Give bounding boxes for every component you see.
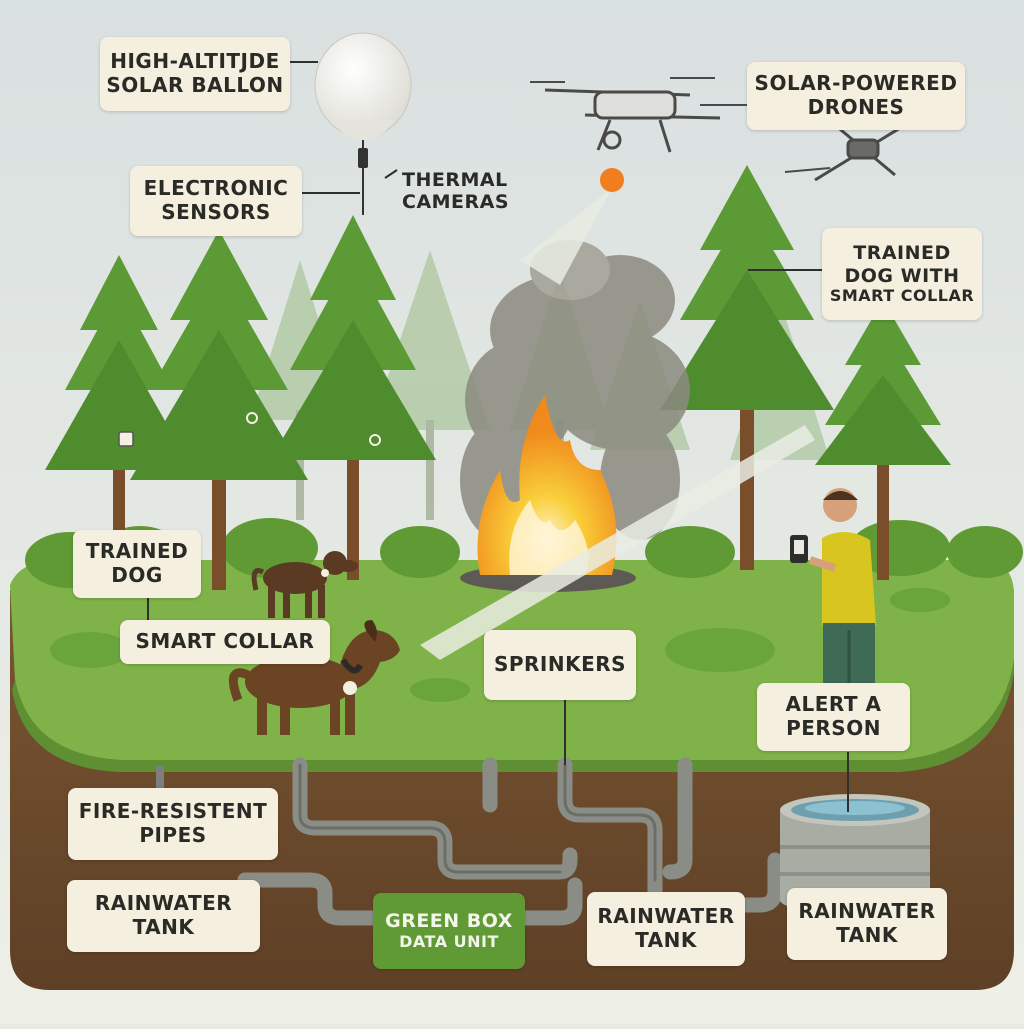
label-rainwater-tank-middle: RAINWATER TANK — [587, 892, 745, 966]
label-line: SMART COLLAR — [135, 629, 315, 654]
label-line: THERMAL — [402, 169, 508, 191]
label-line: DOG — [111, 563, 163, 587]
label-line: FIRE-RESISTENT — [78, 799, 268, 824]
label-line: DATA UNIT — [399, 931, 499, 951]
label-line: PERSON — [786, 716, 881, 740]
label-line: ELECTRONIC — [143, 176, 289, 201]
label-line: PIPES — [139, 823, 207, 847]
label-line: RAINWATER — [798, 899, 936, 924]
fire-retardant-ball — [600, 168, 624, 192]
tree-2 — [130, 230, 308, 590]
label-line: DOG WITH — [844, 264, 960, 287]
label-line: SOLAR-POWERED — [754, 71, 958, 96]
label-line: ALERT A — [785, 692, 882, 717]
label-line: TANK — [836, 923, 898, 947]
label-trained-dog: TRAINED DOG — [73, 530, 201, 598]
person-alerted — [790, 488, 876, 683]
tree-3 — [270, 215, 436, 580]
tree-4 — [660, 165, 834, 570]
grass-edge — [12, 660, 1014, 772]
label-fire-resistant-pipes: FIRE-RESISTENT PIPES — [68, 788, 278, 860]
leader-lines — [147, 61, 849, 812]
drone-spray — [520, 188, 612, 285]
label-line: SENSORS — [161, 200, 271, 224]
label-solar-balloon: HIGH-ALTITJDE SOLAR BALLON — [100, 37, 290, 111]
label-line: SMART COLLAR — [829, 285, 975, 305]
label-thermal-cameras: THERMAL CAMERAS — [402, 169, 510, 214]
label-green-box-data-unit: GREEN BOX DATA UNIT — [373, 893, 525, 969]
label-alert-person: ALERT A PERSON — [757, 683, 910, 751]
tree-5 — [815, 300, 951, 580]
label-line: RAINWATER — [597, 904, 735, 929]
dog-small — [251, 551, 358, 618]
label-line: GREEN BOX — [385, 910, 513, 933]
label-line: TRAINED — [853, 242, 951, 265]
tree-sensor-ring — [369, 434, 381, 446]
tree-sensor-ring — [246, 412, 258, 424]
label-line: RAINWATER — [94, 891, 233, 916]
label-drones: SOLAR-POWERED DRONES — [747, 62, 965, 130]
label-smart-collar: SMART COLLAR — [120, 620, 330, 664]
solar-balloon — [314, 32, 412, 215]
label-line: SOLAR BALLON — [106, 73, 284, 97]
label-line: TANK — [132, 915, 195, 939]
drone-main — [530, 77, 748, 153]
label-rainwater-tank-right: RAINWATER TANK — [787, 888, 947, 960]
tree-sensor-box — [118, 431, 134, 447]
label-line: TANK — [635, 928, 697, 952]
label-rainwater-tank-left: RAINWATER TANK — [67, 880, 260, 952]
label-line: CAMERAS — [402, 190, 510, 213]
sprinkler-spray — [420, 425, 815, 660]
label-line: SPRINKERS — [493, 652, 627, 677]
label-sprinklers: SPRINKERS — [484, 630, 636, 700]
label-line: HIGH-ALTITJDE — [110, 49, 280, 74]
label-line: DRONES — [807, 95, 905, 119]
dog-main — [228, 620, 400, 735]
label-line: TRAINED — [85, 539, 189, 564]
label-dog-with-smart-collar: TRAINED DOG WITH SMART COLLAR — [822, 228, 982, 320]
label-electronic-sensors: ELECTRONIC SENSORS — [130, 166, 302, 236]
